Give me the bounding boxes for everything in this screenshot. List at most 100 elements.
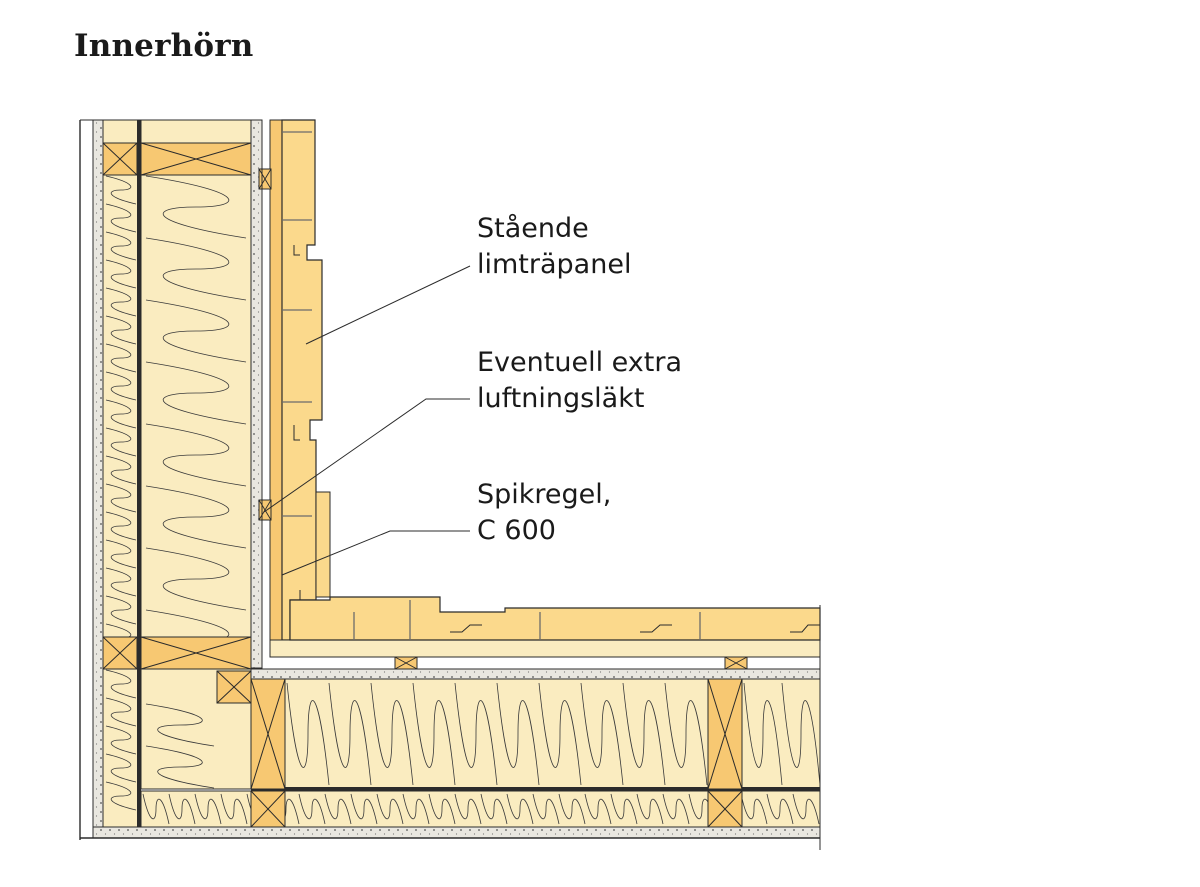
insulation-loop bbox=[454, 682, 498, 786]
label-ventilation-batten-line2: luftningsläkt bbox=[477, 383, 645, 414]
insulation-loop bbox=[105, 315, 137, 345]
insulation-loop bbox=[662, 793, 690, 825]
label-standing-panel-line1: Stående bbox=[477, 213, 589, 244]
insulation-loop bbox=[622, 682, 666, 786]
leader-standing-panel bbox=[305, 265, 471, 345]
insulation-loop bbox=[105, 595, 137, 625]
insulation-loop bbox=[105, 287, 137, 317]
vertical-panel-assembly bbox=[258, 119, 331, 641]
insulation-loop bbox=[105, 231, 137, 261]
insulation-loop bbox=[402, 793, 430, 825]
insulation-loop bbox=[558, 793, 586, 825]
insulation-loop bbox=[145, 299, 247, 363]
insulation-loop bbox=[610, 793, 638, 825]
insulation-loop bbox=[781, 682, 821, 786]
insulation-loop bbox=[145, 703, 215, 747]
label-nailing-strip-line2: C 600 bbox=[477, 515, 556, 546]
insulation-loop bbox=[105, 669, 137, 699]
horizontal-panel-boards bbox=[289, 596, 821, 641]
insulation-loop bbox=[105, 343, 137, 373]
horizontal-stud-right bbox=[707, 678, 743, 828]
horizontal-stud-left bbox=[250, 678, 286, 828]
insulation-loop bbox=[743, 682, 783, 786]
insulation-loop bbox=[142, 793, 170, 825]
label-ventilation-batten-line1: Eventuell extra bbox=[477, 347, 683, 378]
left-facade-board bbox=[250, 119, 263, 669]
label-nailing-strip: Spikregel, C 600 bbox=[477, 477, 611, 549]
label-standing-panel: Stående limträpanel bbox=[477, 211, 631, 283]
thin-insulation-loops bbox=[105, 175, 137, 811]
insulation-loop bbox=[584, 793, 612, 825]
insulation-loop bbox=[105, 259, 137, 289]
insulation-loop bbox=[105, 455, 137, 485]
insulation-loop bbox=[350, 793, 378, 825]
left-timber-top bbox=[102, 142, 252, 176]
left-timber-bottom bbox=[102, 636, 252, 670]
insulation-loop bbox=[105, 539, 137, 569]
insulation-loop bbox=[105, 175, 137, 205]
insulation-loop bbox=[145, 745, 215, 789]
horizontal-thick-insulation-loops bbox=[286, 682, 821, 786]
left-thick-insulation bbox=[140, 119, 252, 669]
insulation-loop bbox=[376, 793, 404, 825]
insulation-loop bbox=[506, 793, 534, 825]
horizontal-wall bbox=[80, 605, 821, 850]
insulation-loop bbox=[636, 793, 664, 825]
insulation-loop bbox=[105, 371, 137, 401]
label-ventilation-batten: Eventuell extra luftningsläkt bbox=[477, 345, 682, 417]
horizontal-batten-1 bbox=[394, 656, 418, 670]
label-standing-panel-line2: limträpanel bbox=[477, 249, 632, 280]
insulation-loop bbox=[105, 781, 137, 811]
insulation-loop bbox=[145, 361, 247, 425]
insulation-loop bbox=[766, 793, 794, 825]
insulation-loop bbox=[168, 793, 196, 825]
insulation-loop bbox=[105, 725, 137, 755]
left-thin-insulation bbox=[102, 119, 140, 839]
insulation-loop bbox=[792, 793, 820, 825]
insulation-loop bbox=[740, 793, 768, 825]
insulation-loop bbox=[194, 793, 222, 825]
insulation-loop bbox=[145, 423, 247, 487]
insulation-loop bbox=[370, 682, 414, 786]
insulation-loop bbox=[105, 567, 137, 597]
insulation-loop bbox=[145, 237, 247, 301]
insulation-loop bbox=[220, 793, 248, 825]
insulation-loop bbox=[286, 682, 330, 786]
label-nailing-strip-line1: Spikregel, bbox=[477, 479, 612, 510]
insulation-loop bbox=[580, 682, 624, 786]
leader-lines bbox=[263, 265, 471, 576]
ventilation-batten-middle bbox=[258, 499, 272, 521]
insulation-loop bbox=[145, 175, 247, 239]
insulation-loop bbox=[496, 682, 540, 786]
horizontal-batten-2 bbox=[724, 656, 748, 670]
insulation-loop bbox=[324, 793, 352, 825]
lower-insulation-loops bbox=[145, 703, 215, 789]
corner-junction bbox=[261, 120, 820, 670]
horizontal-inner-board bbox=[92, 826, 821, 839]
insulation-loop bbox=[412, 682, 456, 786]
diagram-title: Innerhörn bbox=[74, 28, 254, 64]
insulation-loop bbox=[664, 682, 708, 786]
insulation-loop bbox=[105, 427, 137, 457]
insulation-loop bbox=[538, 682, 582, 786]
insulation-loop bbox=[105, 697, 137, 727]
insulation-loop bbox=[480, 793, 508, 825]
corner-timber-small bbox=[216, 670, 252, 704]
insulation-loop bbox=[105, 399, 137, 429]
horizontal-facade-board bbox=[250, 668, 821, 680]
insulation-loop bbox=[328, 682, 372, 786]
insulation-loop bbox=[298, 793, 326, 825]
insulation-loop bbox=[145, 485, 247, 549]
vertical-wall bbox=[79, 119, 263, 840]
leader-ventilation-batten bbox=[263, 398, 470, 513]
insulation-loop bbox=[105, 753, 137, 783]
horizontal-nailing-strip bbox=[269, 639, 821, 658]
vertical-nailing-strip bbox=[269, 119, 283, 641]
ventilation-batten-top bbox=[258, 168, 272, 190]
left-wall-board bbox=[92, 119, 104, 839]
insulation-loop bbox=[428, 793, 456, 825]
insulation-loop bbox=[105, 483, 137, 513]
horizontal-panel-assembly bbox=[269, 596, 821, 670]
insulation-loop bbox=[532, 793, 560, 825]
